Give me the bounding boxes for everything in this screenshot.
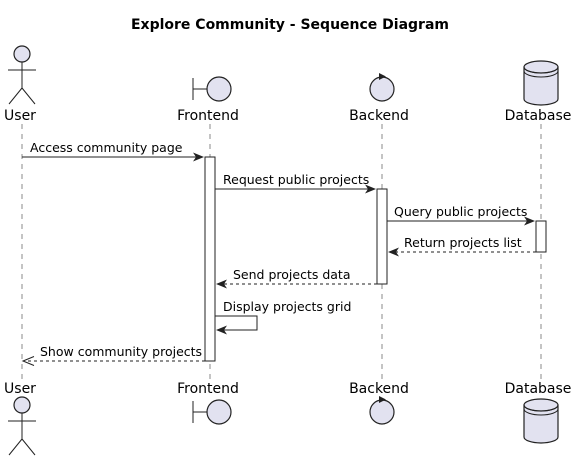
participant-frontend-label-top: Frontend xyxy=(177,108,239,124)
message-label: Show community projects xyxy=(40,344,202,359)
participant-database-label-top: Database xyxy=(505,108,572,124)
participant-frontend-label-bottom: Frontend xyxy=(177,381,239,397)
backend-control-icon-bottom xyxy=(369,396,395,425)
database-icon-top xyxy=(523,60,559,106)
arrowhead xyxy=(388,247,399,257)
participant-user-label-bottom: User xyxy=(4,381,36,397)
arrowhead xyxy=(216,279,227,289)
participant-backend-label-bottom: Backend xyxy=(349,381,409,397)
backend-activation-bar xyxy=(376,188,388,285)
database-icon-bottom xyxy=(523,398,559,444)
database-activation-bar xyxy=(535,220,547,253)
message-label: Request public projects xyxy=(223,172,369,187)
message-label: Query public projects xyxy=(394,204,527,219)
arrowhead xyxy=(193,152,204,162)
frontend-boundary-icon-top xyxy=(192,76,232,102)
arrowhead xyxy=(524,216,535,226)
arrowhead xyxy=(21,356,35,366)
message-label: Access community page xyxy=(30,140,183,155)
frontend-activation-bar xyxy=(204,156,216,362)
diagram-title: Explore Community - Sequence Diagram xyxy=(131,17,449,33)
message-label: Return projects list xyxy=(404,235,522,250)
backend-control-icon-top xyxy=(369,73,395,102)
user-actor-icon-bottom xyxy=(8,396,36,456)
participant-user-label-top: User xyxy=(4,108,36,124)
message-label: Send projects data xyxy=(233,267,350,282)
message-label: Display projects grid xyxy=(223,299,351,314)
participant-database-label-bottom: Database xyxy=(505,381,572,397)
arrowhead xyxy=(216,325,227,335)
participant-backend-label-top: Backend xyxy=(349,108,409,124)
frontend-boundary-icon-bottom xyxy=(192,399,232,425)
user-actor-icon-top xyxy=(8,45,36,105)
self-message-arrow xyxy=(215,315,258,331)
arrowhead xyxy=(365,184,376,194)
